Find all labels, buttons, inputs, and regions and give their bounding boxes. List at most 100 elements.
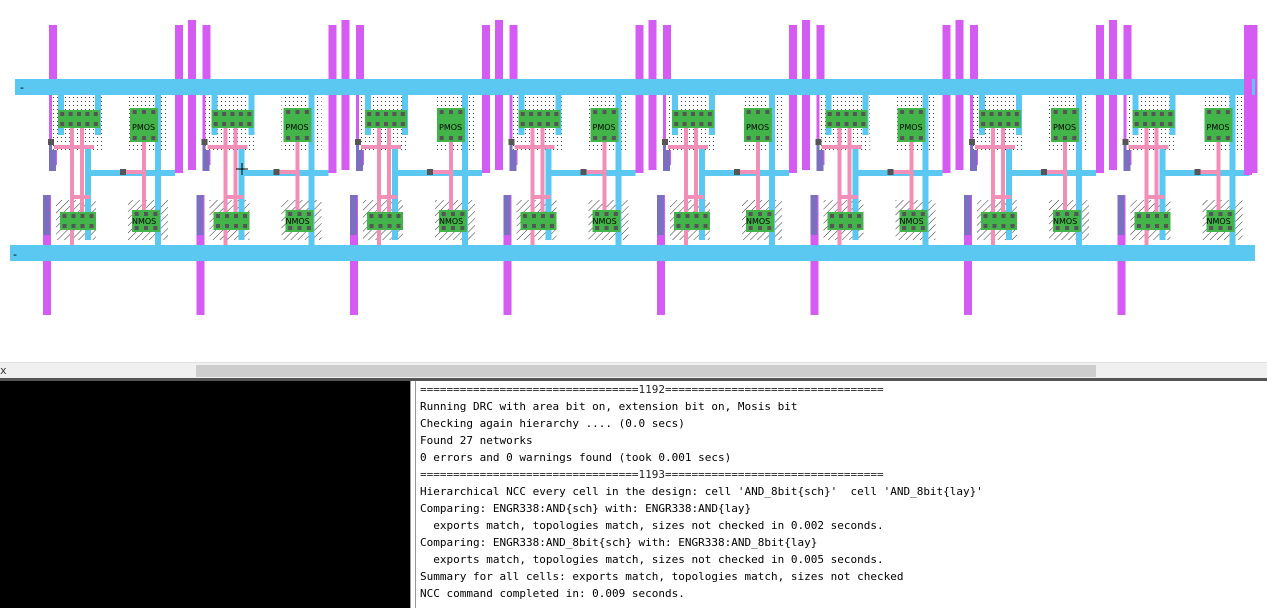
metal1-wire [1159, 145, 1166, 240]
nmos-label: NMOS [439, 217, 463, 226]
poly-gate [991, 115, 995, 245]
metal2-output [482, 25, 490, 173]
pmos-label: PMOS [746, 123, 769, 132]
poly-gate [80, 110, 84, 230]
message-line: Hierarchical NCC every cell in the desig… [420, 485, 983, 498]
poly-strap [427, 170, 452, 174]
metal2-output [635, 25, 644, 173]
nmos-label: NMOS [746, 217, 770, 226]
metal1-wire [1006, 145, 1012, 240]
export-pin [509, 143, 517, 171]
horizontal-scrollbar[interactable]: x [0, 362, 1267, 379]
via [1194, 169, 1201, 175]
pmos-label: PMOS [132, 123, 155, 132]
via [580, 169, 587, 175]
poly-gate [694, 110, 698, 230]
poly-strap [734, 170, 759, 174]
export-pin [657, 195, 664, 235]
explorer-pane[interactable] [0, 381, 410, 608]
metal2-end [1244, 25, 1252, 175]
contact-pad [439, 210, 467, 232]
nmos-label: NMOS [286, 217, 310, 226]
export-pin [810, 195, 818, 235]
message-line: Running DRC with area bit on, extension … [420, 400, 798, 413]
scroll-thumb[interactable] [196, 365, 1096, 377]
poly-strap [377, 195, 397, 199]
poly-gate [387, 110, 391, 230]
poly-strap [837, 195, 858, 199]
poly-gate [223, 115, 228, 245]
ground-rail-label: - [13, 248, 17, 261]
layout-drawing[interactable]: PMOS NMOS PMOS NMOS PMOS NMOS PMOS NMOS PMOS NMOS… [0, 0, 1267, 362]
export-pin [970, 143, 977, 171]
metal1-wire [85, 145, 91, 240]
export-pin [1123, 143, 1131, 171]
contact-pad [213, 212, 250, 230]
and-cell: PMOS NMOS [43, 20, 196, 315]
poly-strap [887, 170, 913, 174]
ground-rail [10, 245, 1255, 261]
power-rail [15, 79, 1255, 95]
and-cell: PMOS NMOS [964, 20, 1117, 315]
nmos-label: NMOS [1053, 217, 1077, 226]
export-pin [356, 143, 363, 171]
poly-strap [273, 170, 299, 174]
pmos-label: PMOS [1053, 123, 1076, 132]
pmos-label: PMOS [900, 123, 923, 132]
via [201, 139, 208, 145]
export-pin [503, 195, 511, 235]
export-pin [1117, 195, 1125, 235]
contact-pad [520, 212, 557, 230]
export-pin [964, 195, 971, 235]
poly-strap [821, 145, 862, 149]
power-rails: -- [10, 79, 1255, 261]
contact-pad [827, 212, 864, 230]
metal1-wire [238, 145, 245, 240]
contact-pad [674, 212, 710, 230]
metal2-output [1096, 25, 1104, 173]
poly-gate [1154, 110, 1159, 230]
message-line: Found 27 networks [420, 434, 533, 447]
poly-strap [70, 195, 90, 199]
poly-strap [684, 195, 704, 199]
message-line: NCC command completed in: 0.009 seconds. [420, 587, 685, 600]
poly-gate [233, 110, 238, 230]
pane-divider[interactable] [0, 378, 1267, 381]
and-cells-group: PMOS NMOS PMOS NMOS PMOS NMOS PMOS NMOS PMOS NMOS… [43, 20, 1258, 315]
contact-pad [825, 110, 868, 128]
export-pin [816, 143, 824, 171]
export-pin [43, 195, 50, 235]
via [1122, 139, 1129, 145]
poly-strap [1128, 145, 1169, 149]
via [427, 169, 433, 175]
metal1-wire [699, 145, 705, 240]
contact-pad [899, 210, 928, 232]
poly-gate [1001, 110, 1005, 230]
vertical-splitter[interactable] [410, 381, 416, 608]
metal1-wire [392, 145, 398, 240]
export-pin [663, 143, 670, 171]
poly-gate [530, 115, 535, 245]
poly-gate [1144, 115, 1149, 245]
metal2-output [789, 25, 797, 173]
via [1041, 169, 1047, 175]
via [815, 139, 822, 145]
nmos-label: NMOS [132, 217, 156, 226]
metal2-output [175, 25, 183, 173]
messages-window[interactable]: =================================1192===… [416, 381, 1267, 608]
poly-gate [70, 115, 74, 245]
message-line: Comparing: ENGR338:AND{sch} with: ENGR33… [420, 502, 752, 515]
contact-pad [367, 212, 403, 230]
poly-strap [223, 195, 244, 199]
poly-strap [54, 145, 94, 149]
layout-canvas[interactable]: PMOS NMOS PMOS NMOS PMOS NMOS PMOS NMOS PMOS NMOS… [0, 0, 1267, 362]
via [273, 169, 280, 175]
metal1-wire [545, 145, 552, 240]
contact-pad [58, 110, 100, 128]
via [508, 139, 515, 145]
via [734, 169, 740, 175]
and-cell: PMOS NMOS [350, 20, 503, 315]
message-line: exports match, topologies match, sizes n… [420, 553, 884, 566]
pmos-label: PMOS [439, 123, 462, 132]
